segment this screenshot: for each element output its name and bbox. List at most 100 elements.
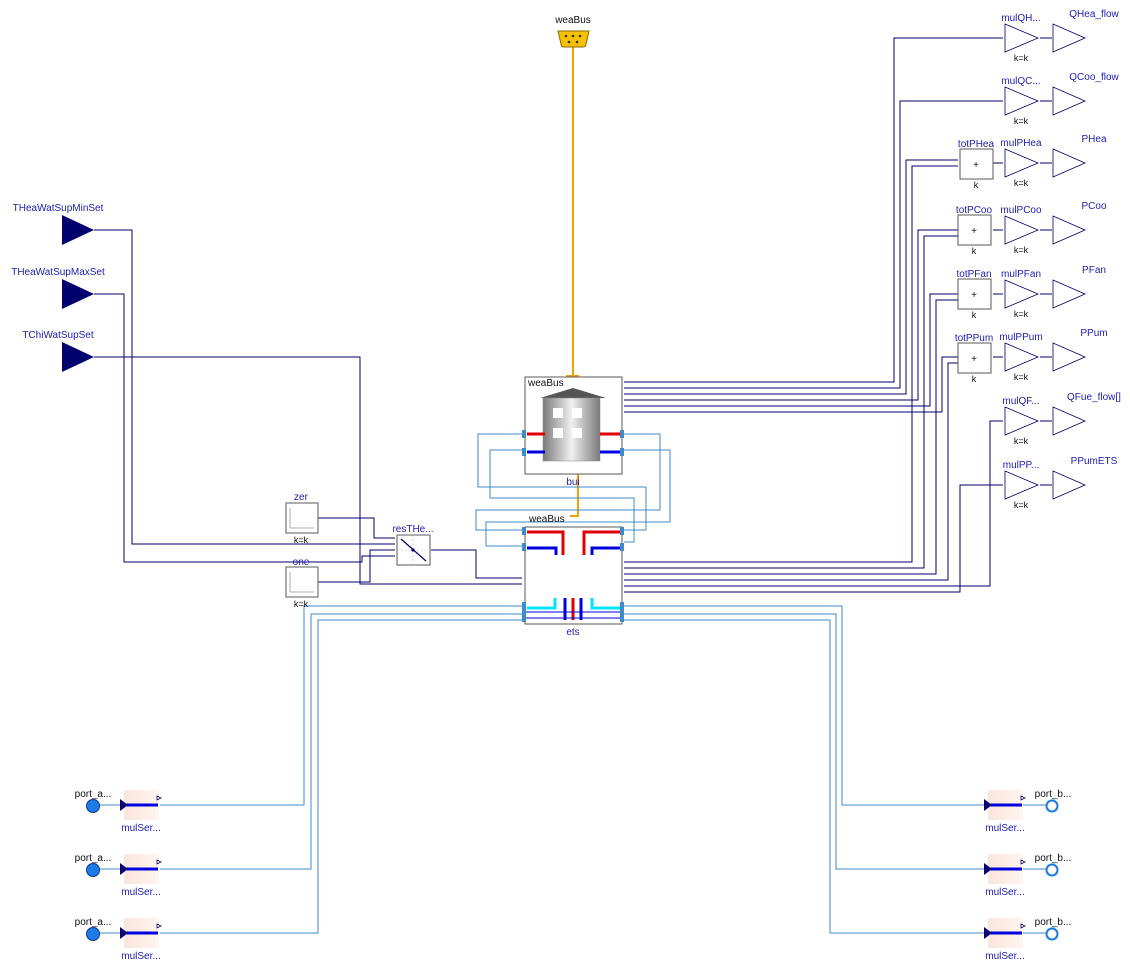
output-triangle-icon (1052, 148, 1086, 178)
fluid-port-icon (86, 863, 100, 877)
port-a-3[interactable]: port_a... (75, 917, 112, 941)
fluid-port-icon (86, 927, 100, 941)
output-label: QCoo_flow (1069, 72, 1119, 83)
output-label: QFue_flow[] (1067, 392, 1121, 403)
gain-name: mulQH... (1001, 13, 1040, 24)
signal-ets-pfan (624, 299, 958, 575)
input-theawatsupminset[interactable]: THeaWatSupMinSet (13, 203, 104, 245)
adder-name: totPPum (955, 333, 993, 344)
fluid-loop-4 (485, 449, 671, 547)
signal-bui-ppum (624, 356, 958, 413)
port-label: port_b... (1035, 853, 1072, 864)
gain-triangle-icon (1004, 148, 1040, 178)
mulser-a-1[interactable]: mulSer... (120, 790, 162, 834)
output-5[interactable]: PFan (1052, 265, 1106, 309)
building-block[interactable]: weaBus bui (522, 376, 624, 488)
output-triangle-icon (1052, 215, 1086, 245)
output-triangle-icon (1052, 23, 1086, 53)
output-label: PPumETS (1071, 456, 1118, 467)
mulser-name: mulSer... (121, 887, 160, 898)
signal-ets-ppum (624, 362, 958, 581)
output-2[interactable]: QCoo_flow (1052, 72, 1120, 116)
gain-name: mulQC... (1001, 76, 1040, 87)
signal-ets-pcoo (624, 235, 958, 569)
gain-param: k=k (1014, 372, 1029, 382)
connections (93, 37, 1052, 934)
mulser-b-2[interactable]: mulSer... (984, 854, 1026, 898)
ets-bus-label: weaBus (528, 514, 565, 525)
constant-zer[interactable]: zer k=k (285, 492, 319, 545)
adder-totpfan[interactable]: totPFan + k (956, 269, 991, 320)
gain-name: mulQF... (1002, 396, 1039, 407)
adder-param: k (974, 180, 979, 190)
mulser-name: mulSer... (985, 887, 1024, 898)
gain-param: k=k (1014, 500, 1029, 510)
adder-name: totPHea (958, 139, 995, 150)
ets-block[interactable]: weaBus ets (522, 514, 624, 638)
output-3[interactable]: PHea (1052, 134, 1107, 178)
port-b-1[interactable]: port_b... (1035, 789, 1072, 813)
weather-bus-block[interactable]: weaBus (554, 15, 591, 48)
gain-block-7[interactable]: mulQF... k=k (1002, 396, 1039, 446)
mulser-a-3[interactable]: mulSer... (120, 918, 162, 962)
input-triangle-icon (62, 215, 94, 245)
gain-block-5[interactable]: mulPFan k=k (1001, 269, 1041, 319)
gain-block-8[interactable]: mulPP...k=k (1003, 460, 1040, 510)
weather-bus-label: weaBus (554, 15, 591, 26)
fluid-port-b1 (624, 605, 988, 806)
mulser-name: mulSer... (985, 823, 1024, 834)
output-8[interactable]: PPumETS (1052, 456, 1118, 500)
gain-triangle-icon (1004, 279, 1040, 309)
gain-block-2[interactable]: mulQC...k=k (1001, 76, 1040, 126)
gain-param: k=k (1014, 309, 1029, 319)
constant-name: one (293, 557, 310, 568)
port-b-2[interactable]: port_b... (1035, 853, 1072, 877)
input-label: THeaWatSupMinSet (13, 203, 104, 214)
input-tchiwatsupset[interactable]: TChiWatSupSet (22, 330, 94, 372)
constant-name: zer (294, 492, 309, 503)
adder-totphea[interactable]: totPHea + k (958, 139, 995, 190)
port-a-2[interactable]: port_a... (75, 853, 112, 877)
fluid-loop-1 (477, 433, 647, 531)
port-b-3[interactable]: port_b... (1035, 917, 1072, 941)
plus-icon: + (971, 226, 977, 237)
input-label: TChiWatSupSet (22, 330, 94, 341)
signal-ets-qfue (624, 420, 1003, 587)
port-label: port_a... (75, 853, 112, 864)
gain-name: mulPFan (1001, 269, 1041, 280)
output-6[interactable]: PPum (1052, 328, 1108, 372)
output-4[interactable]: PCoo (1052, 201, 1107, 245)
mulser-a-2[interactable]: mulSer... (120, 854, 162, 898)
adder-totppum[interactable]: totPPum + k (955, 333, 993, 384)
gain-param: k=k (1014, 436, 1029, 446)
input-triangle-icon (62, 279, 94, 309)
constant-param: k=k (294, 535, 309, 545)
gain-triangle-icon (1004, 86, 1040, 116)
gain-name: mulPHea (1000, 138, 1042, 149)
mulser-b-1[interactable]: mulSer... (984, 790, 1026, 834)
constant-one[interactable]: one k=k (285, 557, 319, 609)
adder-totpcoo[interactable]: totPCoo + k (956, 205, 993, 256)
port-label: port_b... (1035, 789, 1072, 800)
gain-name: mulPCoo (1000, 205, 1042, 216)
plus-icon: + (971, 354, 977, 365)
fluid-port-icon (86, 799, 100, 813)
input-theawatsupmaxset[interactable]: THeaWatSupMaxSet (11, 267, 105, 309)
mulser-b-3[interactable]: mulSer... (984, 918, 1026, 962)
gain-block-1[interactable]: mulQH...k=k (1001, 13, 1040, 63)
gain-triangle-icon (1004, 215, 1040, 245)
signal-theawatsupmaxset (94, 293, 395, 563)
output-7[interactable]: QFue_flow[] (1052, 392, 1121, 436)
mulser-name: mulSer... (985, 951, 1024, 962)
reset-name: resTHe... (392, 524, 433, 535)
output-label: PPum (1080, 328, 1107, 339)
gain-triangle-icon (1004, 342, 1040, 372)
signal-ets-ppumets (624, 484, 1003, 593)
reset-block[interactable]: resTHe... (392, 524, 434, 566)
building-bus-label: weaBus (527, 378, 564, 389)
output-1[interactable]: QHea_flow (1052, 9, 1120, 53)
port-a-1[interactable]: port_a... (75, 789, 112, 813)
